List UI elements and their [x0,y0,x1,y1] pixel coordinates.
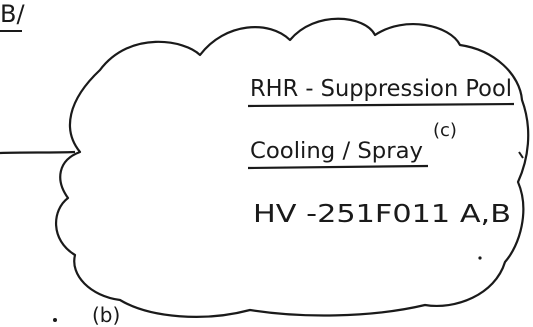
cloud-line-2: Cooling / Spray [250,139,423,164]
top-left-fragment: B/ [0,0,25,28]
cloud-line-1: RHR - Suppression Pool [250,76,512,102]
ink-dot [478,256,482,260]
cloud-line-1-underline [247,102,515,108]
cloud-line-2-note: (c) [433,120,457,141]
cloud-line-3: HV -251F011 A,B [253,199,511,228]
cloud-outline [55,17,530,318]
bottom-ink-dot [53,318,57,322]
connector-line [0,150,76,155]
cloud-line-2-underline [247,164,429,170]
bottom-note: (b) [92,303,120,327]
ink-tick [518,151,524,159]
